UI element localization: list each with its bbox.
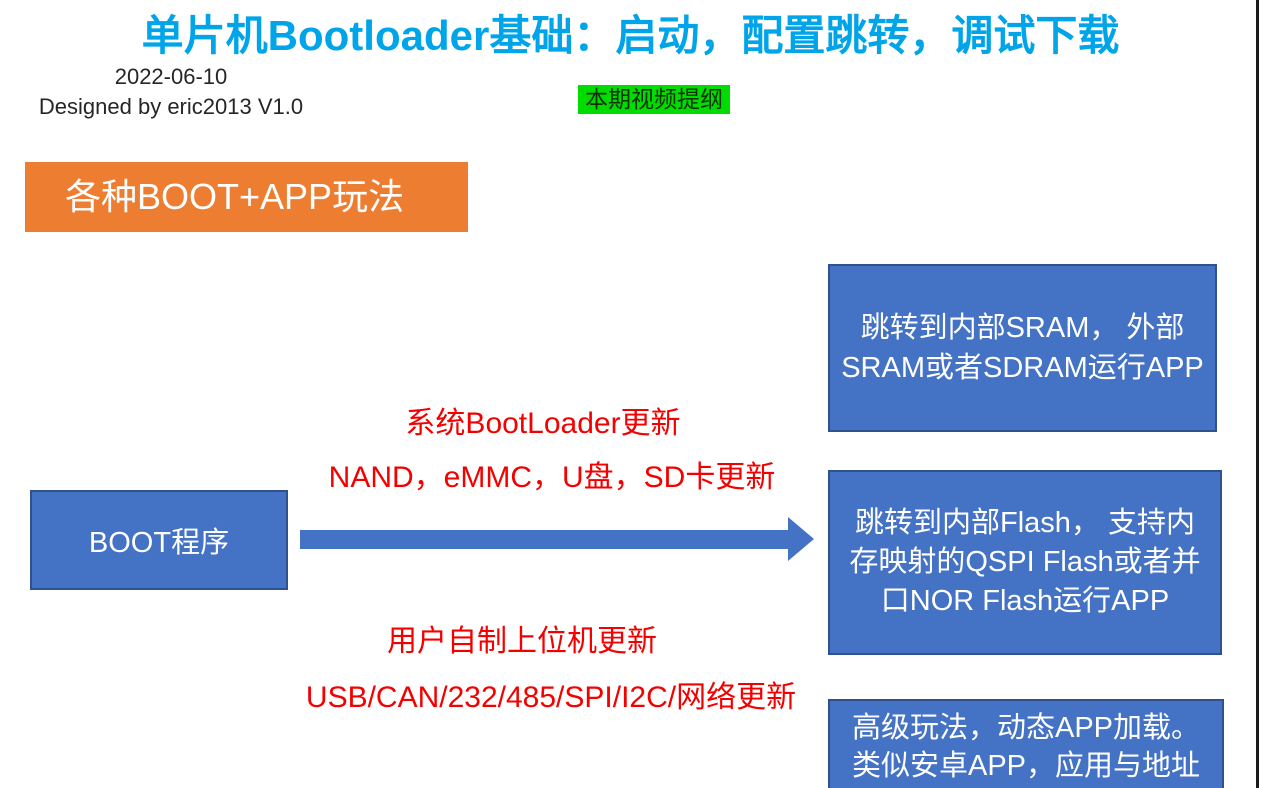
- page-title: 单片机Bootloader基础：启动，配置跳转，调试下载: [141, 12, 1120, 59]
- credit-label: Designed by eric2013 V1.0: [38, 94, 304, 119]
- update-path-label-system-bootloader: 系统BootLoader更新: [405, 407, 681, 440]
- credits-block: 2022-06-10 Designed by eric2013 V1.0: [30, 62, 312, 122]
- section-label: 各种BOOT+APP玩法: [25, 162, 468, 232]
- boot-program-box: BOOT程序: [30, 490, 288, 590]
- target-box-sram: 跳转到内部SRAM， 外部 SRAM或者SDRAM运行APP: [828, 264, 1217, 432]
- date-label: 2022-06-10: [114, 64, 228, 89]
- target-box-flash-line: 口NOR Flash运行APP: [880, 585, 1170, 617]
- target-box-dynamic-app: 高级玩法，动态APP加载。 类似安卓APP，应用与地址: [828, 699, 1224, 788]
- target-box-flash-line: 跳转到内部Flash， 支持内: [855, 507, 1195, 539]
- target-box-flash: 跳转到内部Flash， 支持内 存映射的QSPI Flash或者并 口NOR F…: [828, 470, 1222, 655]
- arrow-right-icon: [300, 517, 814, 561]
- target-box-flash-line: 存映射的QSPI Flash或者并: [849, 546, 1201, 578]
- target-box-dynamic-app-line: 类似安卓APP，应用与地址: [851, 750, 1201, 782]
- update-path-label-interfaces: USB/CAN/232/485/SPI/I2C/网络更新: [305, 681, 797, 714]
- target-box-dynamic-app-line: 高级玩法，动态APP加载。: [851, 712, 1201, 744]
- update-path-label-storage-media: NAND，eMMC，U盘，SD卡更新: [328, 461, 776, 494]
- target-box-sram-line: 跳转到内部SRAM， 外部: [860, 312, 1185, 344]
- slide-right-border: [1256, 0, 1259, 788]
- outline-badge: 本期视频提纲: [578, 85, 730, 114]
- update-path-label-custom-host: 用户自制上位机更新: [387, 625, 657, 658]
- target-box-sram-line: SRAM或者SDRAM运行APP: [841, 352, 1204, 384]
- boot-program-label: BOOT程序: [88, 527, 230, 559]
